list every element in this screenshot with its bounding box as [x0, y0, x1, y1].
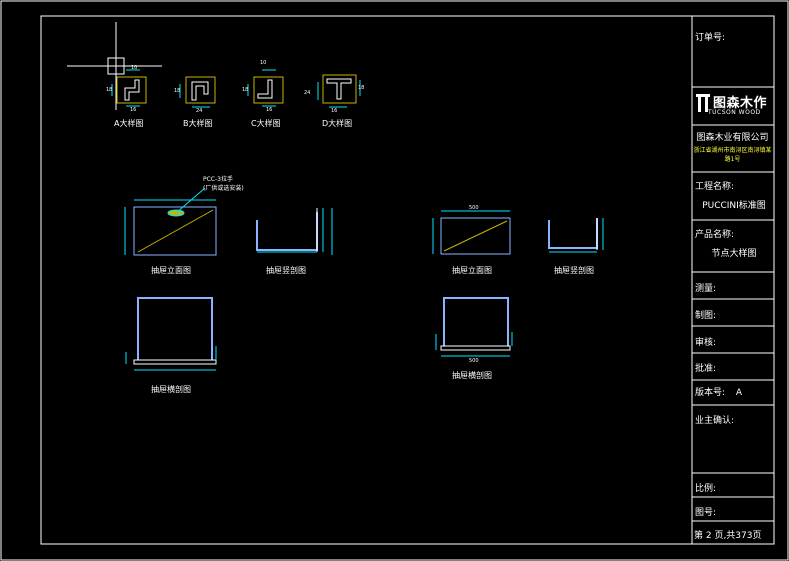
version-field: 版本号: A [692, 385, 773, 398]
company-block: 图森木业有限公司 浙江省湖州市南浔区南浔镇某路1号 [692, 130, 773, 164]
inner-frame [40, 15, 775, 545]
company-name: 图森木业有限公司 [696, 133, 769, 143]
left-front-label: 抽屉立面图 [151, 265, 191, 275]
dim-b-left: 18 [174, 88, 180, 94]
detail-d: 24 16 18 [304, 74, 364, 114]
dim-a-top: 10 [131, 65, 137, 71]
scale-label: 比例: [695, 484, 717, 494]
order-no-label: 订单号: [695, 33, 726, 43]
company-logo: 图森木作 TUCSON WOOD [696, 92, 772, 122]
dim-d-right: 18 [358, 85, 364, 91]
logo-mark-icon [696, 94, 710, 112]
detail-b: 18 24 [174, 76, 216, 114]
logo-text: 图森木作 [713, 96, 768, 111]
dim-d-bottom: 16 [331, 108, 337, 114]
detail-d-label: D大样图 [322, 118, 352, 128]
right-front-elevation [432, 210, 511, 255]
left-horizontal-section [125, 297, 217, 371]
dim-a-left: 18 [106, 87, 112, 93]
version-value: A [735, 388, 743, 398]
right-vertical-label: 抽屉竖剖图 [554, 265, 594, 275]
detail-c-label: C大样图 [251, 118, 281, 128]
left-front-elevation [124, 187, 217, 256]
company-address: 浙江省湖州市南浔区南浔镇某路1号 [693, 147, 772, 163]
detail-a: 10 18 16 [106, 65, 147, 113]
left-horizontal-label: 抽屉横剖图 [151, 384, 191, 394]
detail-b-label: B大样图 [183, 118, 213, 128]
handle-note-1: PCC-3拉手 [203, 175, 233, 183]
draw-label: 制图: [695, 311, 717, 321]
project-label: 工程名称: [695, 182, 735, 192]
project-value: PUCCINI标准图 [702, 201, 766, 211]
detail-c: 10 18 16 [242, 60, 284, 113]
left-vertical-label: 抽屉竖剖图 [266, 265, 306, 275]
right-horizontal-width-dim: 500 [469, 358, 479, 364]
version-label: 版本号: [695, 388, 726, 398]
right-width-dim: 500 [469, 205, 479, 211]
drawing-no-label: 图号: [695, 508, 717, 518]
right-horizontal-section [435, 297, 513, 357]
left-vertical-section [256, 208, 333, 255]
right-vertical-section [548, 218, 604, 253]
review-label: 审核: [695, 338, 717, 348]
logo-subtext: TUCSON WOOD [708, 109, 761, 116]
title-block-grid [691, 16, 774, 544]
right-horizontal-label: 抽屉横剖图 [452, 370, 492, 380]
detail-a-label: A大样图 [114, 118, 143, 128]
product-field: 产品名称: 节点大样图 [692, 227, 773, 259]
dim-c-left: 18 [242, 87, 248, 93]
handle-note-2: (厂供或选安装) [203, 184, 244, 192]
dim-c-bottom: 16 [266, 107, 272, 113]
survey-label: 测量: [695, 284, 717, 294]
project-field: 工程名称: PUCCINI标准图 [692, 179, 773, 211]
product-label: 产品名称: [695, 230, 735, 240]
page-label: 第 2 页,共373页 [694, 531, 762, 541]
product-value: 节点大样图 [711, 249, 757, 259]
dim-c-top: 10 [260, 60, 266, 66]
right-front-label: 抽屉立面图 [452, 265, 492, 275]
approve-label: 批准: [695, 364, 717, 374]
dim-a-bottom: 16 [130, 107, 136, 113]
dim-b-bottom: 24 [196, 108, 202, 114]
dim-d-left: 24 [304, 90, 310, 96]
crosshair-cursor [67, 22, 162, 110]
owner-confirm-label: 业主确认: [695, 416, 735, 426]
